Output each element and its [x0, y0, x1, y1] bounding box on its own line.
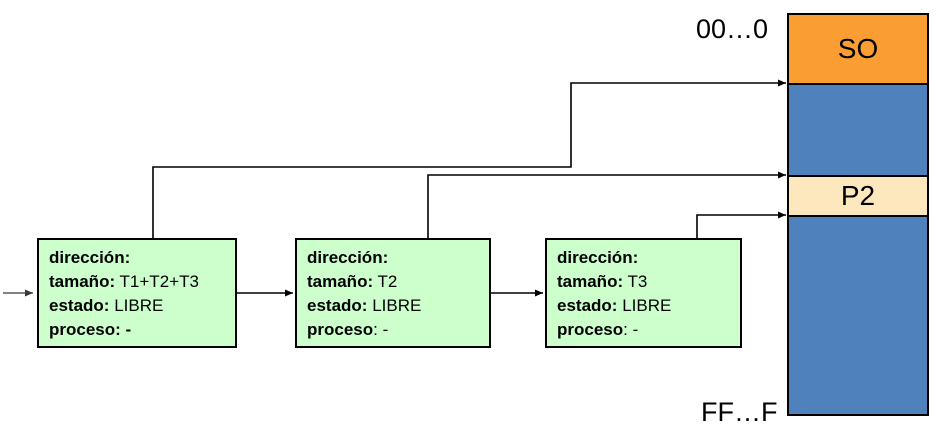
- node-field-direccion: dirección:: [49, 248, 131, 267]
- free-block-node-3: dirección: tamaño: T3 estado: LIBRE proc…: [545, 238, 742, 348]
- address-bottom-label: FF…F: [701, 397, 778, 427]
- segment-p2: P2: [789, 175, 927, 215]
- segment-so: SO: [789, 15, 927, 83]
- node-field-direccion: dirección:: [307, 248, 389, 267]
- segment-free-region-2: [789, 215, 927, 414]
- segment-so-label: SO: [837, 33, 879, 64]
- node-field-proceso: proceso: -: [557, 320, 639, 339]
- node-field-tamano: tamaño: T1+T2+T3: [49, 272, 199, 291]
- segment-p2-label: P2: [840, 180, 876, 211]
- node-field-proceso: proceso: -: [49, 320, 132, 339]
- address-top-label: 00…0: [696, 14, 769, 44]
- node-field-estado: estado: LIBRE: [557, 296, 672, 315]
- node-field-estado: estado: LIBRE: [49, 296, 164, 315]
- direccion-pointer-node1: [152, 79, 786, 238]
- free-block-node-1: dirección: tamaño: T1+T2+T3 estado: LIBR…: [37, 238, 237, 348]
- free-block-node-2: dirección: tamaño: T2 estado: LIBRE proc…: [295, 238, 491, 348]
- memory-map-column: SO P2: [787, 13, 929, 416]
- segment-free-region-1: [789, 83, 927, 175]
- node-field-direccion: dirección:: [557, 248, 639, 267]
- node-field-proceso: proceso: -: [307, 320, 389, 339]
- node-field-tamano: tamaño: T2: [307, 272, 398, 291]
- node-field-estado: estado: LIBRE: [307, 296, 422, 315]
- node-field-tamano: tamaño: T3: [557, 272, 648, 291]
